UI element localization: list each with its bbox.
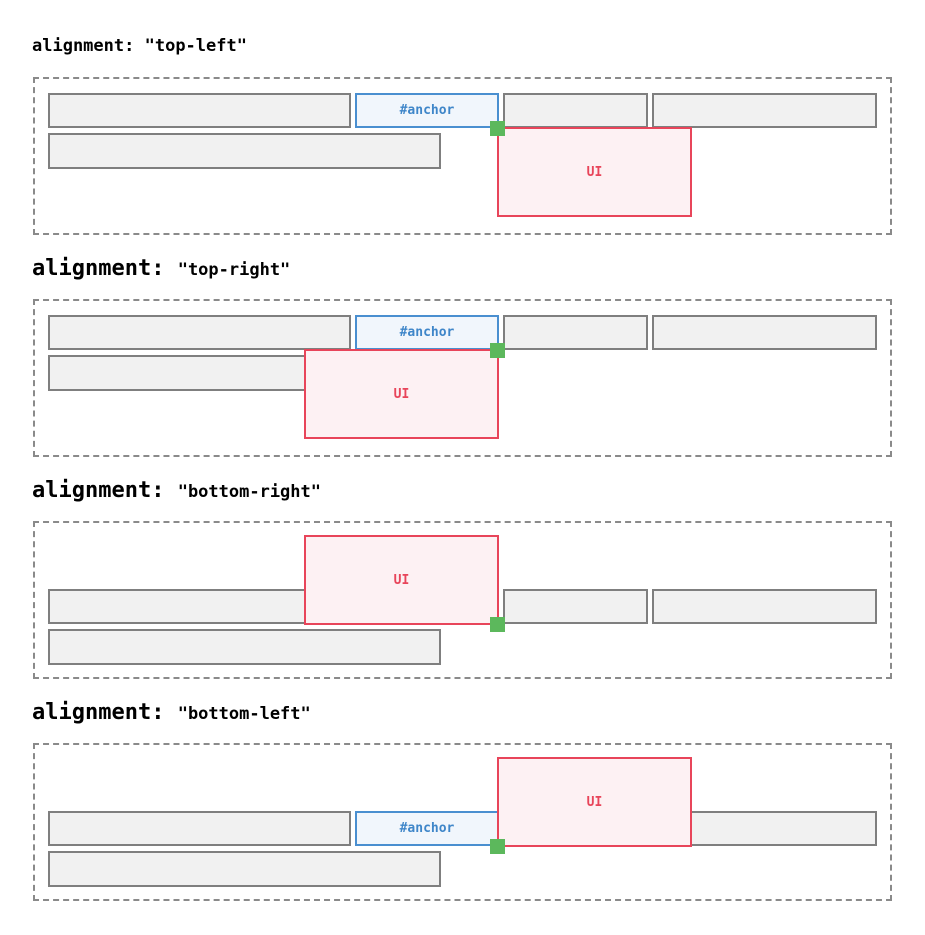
attach-point [490,343,505,358]
block [503,93,648,128]
panel-title-top-left: alignment: "top-left" [32,36,247,56]
panel-frame-top-right [33,299,892,457]
alignment-value: "top-right" [177,260,291,280]
alignment-keyword: alignment: [32,478,165,503]
block [48,133,441,169]
panel-title-top-right: alignment: "top-right" [32,256,290,281]
panel-frame-bottom-right [33,521,892,679]
attach-point [490,121,505,136]
panel-title-bottom-left: alignment: "bottom-left" [32,700,311,725]
anchor-label: #anchor [399,103,455,118]
block [48,589,351,624]
ui-label: UI [586,794,603,810]
block [652,315,877,350]
ui-popup: UI [497,757,692,847]
block [503,315,648,350]
anchor-element: #anchor [355,315,499,350]
ui-popup: UI [497,127,692,217]
block [652,589,877,624]
ui-label: UI [393,386,410,402]
anchor-label: #anchor [399,325,455,340]
alignment-keyword: alignment: [32,36,135,56]
block [48,93,351,128]
panel-title-bottom-right: alignment: "bottom-right" [32,478,321,503]
block [48,811,351,846]
alignment-value: "top-left" [144,36,247,56]
block [48,629,441,665]
block [48,851,441,887]
ui-popup: UI [304,349,499,439]
ui-popup: UI [304,535,499,625]
ui-label: UI [393,572,410,588]
attach-point [490,839,505,854]
anchor-label: #anchor [399,821,455,836]
ui-label: UI [586,164,603,180]
alignment-value: "bottom-right" [177,482,321,502]
anchor-element: #anchor [355,93,499,128]
alignment-value: "bottom-left" [177,704,311,724]
attach-point [490,617,505,632]
panel-frame-top-left [33,77,892,235]
block [503,589,648,624]
anchor-element: #anchor [355,811,499,846]
block [652,93,877,128]
alignment-keyword: alignment: [32,256,165,281]
panel-frame-bottom-left [33,743,892,901]
alignment-keyword: alignment: [32,700,165,725]
block [48,315,351,350]
